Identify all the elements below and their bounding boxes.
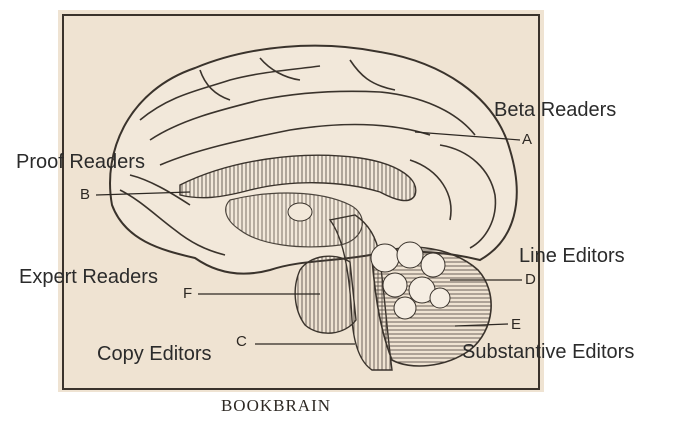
callout-beta-readers: Beta Readers [494,99,617,121]
pons [294,255,357,334]
arbor-vitae [370,241,451,320]
label-letter-d: D [525,271,536,288]
diagram-frame [62,14,540,390]
label-letter-e: E [511,316,522,333]
caption-part-brain: BRAIN [273,396,332,415]
callout-expert-readers: Expert Readers [19,266,158,288]
gyri-folds [119,57,497,256]
callout-copy-editors: Copy Editors [97,343,212,365]
leader-lines [95,131,522,345]
caption-part-book: BOOK [220,396,274,415]
diagram-caption: BOOKBRAIN [196,396,356,416]
corpus-callosum [179,154,417,202]
callout-substantive-editors: Substantive Editors [462,341,635,363]
callout-line-editors: Line Editors [519,245,625,267]
label-letter-a: A [522,131,533,148]
label-letter-f: F [183,285,193,302]
label-letter-b: B [80,186,91,203]
label-letter-c: C [236,333,247,350]
callout-proof-readers: Proof Readers [16,151,145,173]
